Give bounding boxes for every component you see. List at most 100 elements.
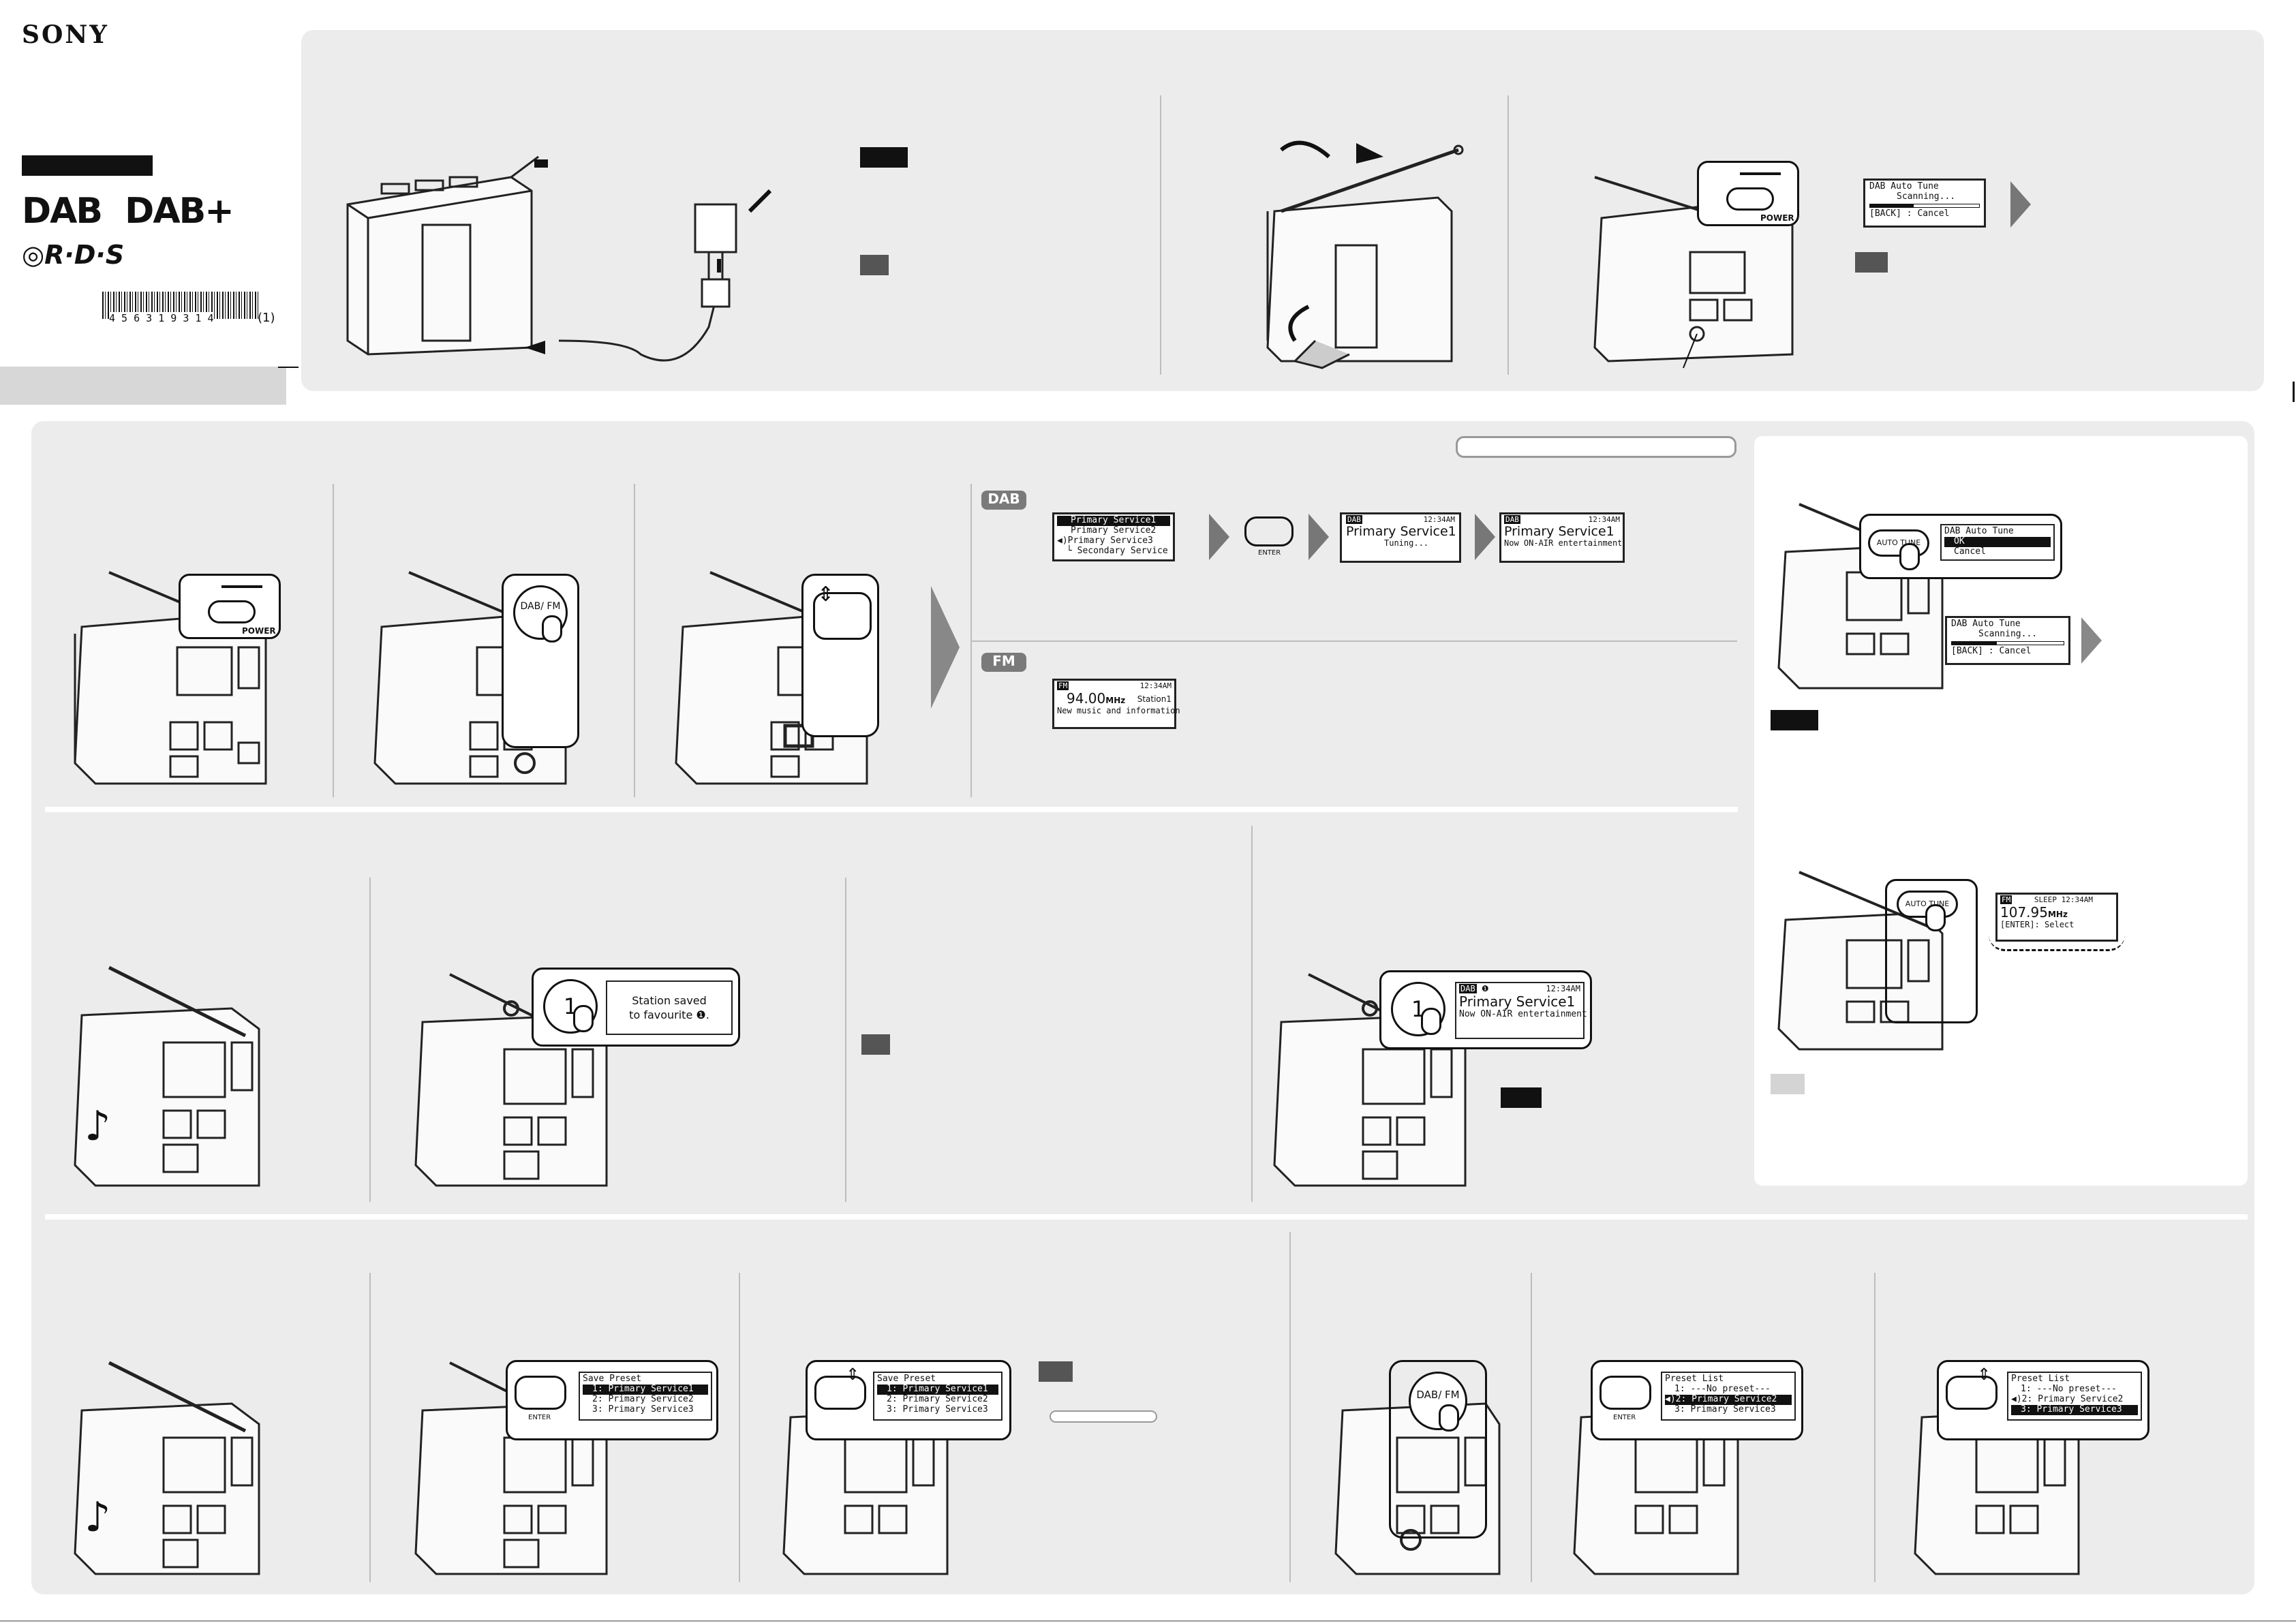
fm-badge: FM bbox=[2000, 895, 2012, 904]
option-cancel[interactable]: Cancel bbox=[1954, 546, 1986, 557]
auto-tune-scan-screen: DAB Auto Tune Scanning... [BACK] : Cance… bbox=[1863, 179, 1986, 228]
screen-title: Save Preset bbox=[583, 1374, 642, 1384]
station-name: Station1 bbox=[1137, 694, 1172, 704]
saved-message-line1: Station saved bbox=[632, 994, 707, 1007]
mode-button-callout: DAB/ FM bbox=[1389, 1360, 1487, 1539]
screen-title: Save Preset bbox=[877, 1374, 936, 1384]
auto-tune-scan-screen: DAB Auto Tune Scanning... [BACK] : Cance… bbox=[1945, 616, 2070, 665]
preset-item[interactable]: ◀)2: Primary Service2 bbox=[1665, 1393, 1792, 1405]
next-step-arrow bbox=[1308, 514, 1329, 560]
tip-label bbox=[1501, 1087, 1542, 1108]
power-switch-callout: POWER bbox=[179, 574, 281, 639]
tuning-status: Tuning... bbox=[1384, 538, 1429, 548]
rotate-arrow-icon: ⇕ bbox=[817, 583, 835, 606]
dab-plus-logo-text: DAB+ bbox=[125, 191, 234, 232]
preset-item[interactable]: 1: ---No preset--- bbox=[1674, 1383, 1771, 1394]
screen-title: DAB Auto Tune bbox=[1869, 181, 1939, 191]
select-enter-knob[interactable] bbox=[1946, 1376, 1997, 1410]
saved-message-box: Station saved to favourite ❶. bbox=[606, 980, 733, 1035]
station-list-item[interactable]: ◀)Primary Service3 bbox=[1057, 536, 1170, 546]
preset-number-icon: ❶ bbox=[1481, 984, 1489, 993]
station-name: Primary Service1 bbox=[1504, 523, 1614, 539]
divider bbox=[1289, 1232, 1291, 1582]
save-preset-screen: Save Preset 1: Primary Service1 2: Prima… bbox=[579, 1372, 712, 1421]
preset-item[interactable]: 3: Primary Service3 bbox=[887, 1404, 988, 1415]
preset-item[interactable]: 2: Primary Service2 bbox=[887, 1393, 988, 1404]
preset-number-icon: ❶ bbox=[696, 1008, 706, 1021]
radio-playing-illustration bbox=[74, 965, 260, 1187]
fm-auto-tune-callout: AUTO TUNE bbox=[1885, 879, 1978, 1023]
finger-press-icon bbox=[1439, 1404, 1459, 1432]
power-switch[interactable] bbox=[208, 600, 256, 623]
finger-press-icon bbox=[573, 1005, 594, 1032]
station-list-item[interactable]: Primary Service1 bbox=[1057, 515, 1170, 526]
crop-mark bbox=[2293, 382, 2295, 402]
preset-save-callout: 1 Station saved to favourite ❶. bbox=[532, 968, 740, 1047]
preset-item[interactable]: 3: Primary Service3 bbox=[2011, 1404, 2138, 1415]
preset-item[interactable]: 2: Primary Service2 bbox=[592, 1393, 694, 1404]
note-label bbox=[1771, 710, 1818, 730]
station-list-item[interactable]: Primary Service2 bbox=[1071, 525, 1157, 536]
dab-station-list-screen: Primary Service1 Primary Service2 ◀)Prim… bbox=[1052, 512, 1175, 561]
divider bbox=[1251, 826, 1253, 1202]
music-note-icon: ♪ bbox=[85, 1494, 111, 1541]
clock-time: 12:34AM bbox=[1588, 515, 1620, 524]
next-step-arrow bbox=[1209, 514, 1229, 560]
power-label: POWER bbox=[242, 626, 276, 636]
title-block bbox=[22, 155, 153, 176]
clock-time: 12:34AM bbox=[1139, 681, 1172, 690]
enter-press-illustration: ENTER bbox=[1238, 507, 1299, 561]
preset-list-screen: Preset List 1: ---No preset--- ◀)2: Prim… bbox=[2007, 1372, 2142, 1421]
frequency: 94.00 bbox=[1067, 690, 1106, 707]
auto-tune-button[interactable]: AUTO TUNE bbox=[1868, 529, 1929, 557]
preset-item[interactable]: 1: Primary Service1 bbox=[877, 1384, 998, 1395]
screen-hint: [ENTER]: Select bbox=[2000, 919, 2075, 929]
antenna-extend-illustration bbox=[1266, 140, 1464, 369]
note-label bbox=[860, 255, 889, 275]
dab-logo-text: DAB bbox=[22, 191, 103, 232]
sleep-indicator: SLEEP bbox=[2034, 895, 2057, 904]
battery-icon bbox=[534, 159, 548, 168]
screen-title: Preset List bbox=[1665, 1374, 1724, 1384]
preset-item[interactable]: 1: ---No preset--- bbox=[2021, 1383, 2117, 1394]
enter-button[interactable] bbox=[1599, 1376, 1651, 1410]
preset-item[interactable]: ◀)2: Primary Service2 bbox=[2011, 1393, 2138, 1405]
save-preset-callout: ENTER Save Preset 1: Primary Service1 2:… bbox=[506, 1360, 718, 1440]
option-ok[interactable]: OK bbox=[1944, 536, 2051, 547]
dab-badge: DAB bbox=[1346, 515, 1362, 524]
frequency: 107.95 bbox=[2000, 903, 2048, 921]
radio-power-illustration bbox=[346, 155, 772, 362]
divider bbox=[1531, 1273, 1532, 1582]
radio-fm-auto-tune-illustration bbox=[1777, 871, 1944, 1051]
scan-progress-bar bbox=[1951, 640, 2064, 645]
screen-title: DAB Auto Tune bbox=[1944, 526, 2014, 536]
power-switch[interactable] bbox=[1726, 187, 1774, 211]
preset-item-label: 2: Primary Service2 bbox=[1675, 1393, 1777, 1404]
power-label: POWER bbox=[1760, 213, 1794, 223]
station-list-item[interactable]: └ Secondary Service bbox=[1067, 545, 1168, 556]
select-enter-knob[interactable] bbox=[814, 1376, 866, 1410]
screen-status: Scanning... bbox=[1897, 191, 1956, 202]
preset-list-screen: Preset List 1: ---No preset--- ◀)2: Prim… bbox=[1661, 1372, 1796, 1421]
rds-logo-text: R·D·S bbox=[44, 240, 125, 270]
mode-button-callout: DAB/ FM bbox=[502, 574, 579, 748]
finger-press-icon bbox=[542, 615, 562, 643]
preset-item[interactable]: 3: Primary Service3 bbox=[1674, 1404, 1776, 1415]
fm-badge: FM bbox=[1057, 681, 1069, 690]
select-enter-knob[interactable] bbox=[813, 592, 872, 640]
select-preset-callout: ⇕ Save Preset 1: Primary Service1 2: Pri… bbox=[806, 1360, 1011, 1440]
enter-button[interactable] bbox=[1244, 516, 1294, 546]
preset-item[interactable]: 1: Primary Service1 bbox=[583, 1384, 708, 1395]
note-label bbox=[1039, 1361, 1073, 1382]
enter-button[interactable] bbox=[515, 1376, 566, 1410]
preset-item[interactable]: 3: Primary Service3 bbox=[592, 1404, 694, 1415]
divider bbox=[369, 878, 371, 1202]
station-list-item-label: Primary Service3 bbox=[1067, 535, 1153, 546]
speaker-icon: ◀) bbox=[2011, 1393, 2022, 1404]
next-step-arrow bbox=[1475, 514, 1495, 560]
rds-ring-icon: ◎ bbox=[22, 240, 45, 270]
fm-tag: FM bbox=[981, 653, 1026, 672]
row-separator bbox=[45, 1214, 2248, 1220]
reference-box bbox=[1050, 1410, 1157, 1423]
